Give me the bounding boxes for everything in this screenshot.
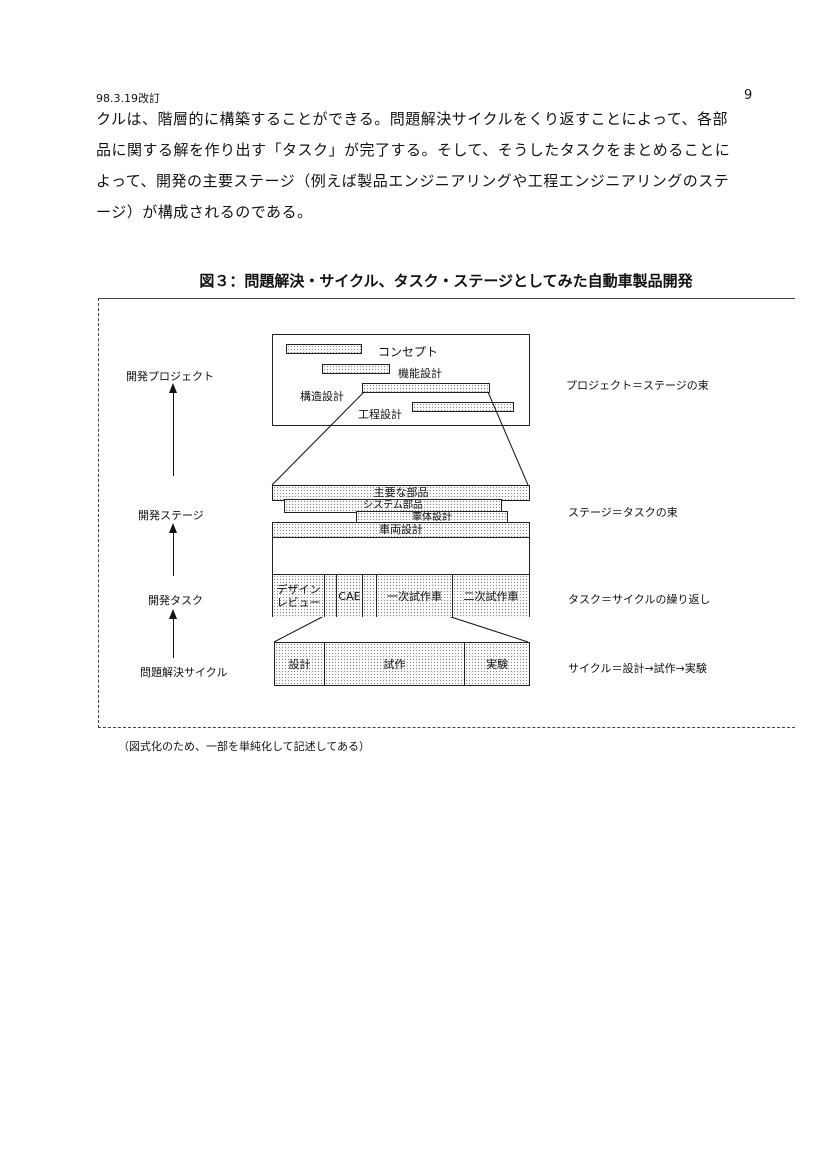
stage-layer-system-parts: システム部品 [284,499,502,513]
body-line: よって、開発の主要ステージ（例えば製品エンジニアリングや工程エンジニアリングのス… [96,172,730,190]
label-dev-project: 開発プロジェクト [126,370,214,383]
figure-caption: （図式化のため、一部を単純化して記述してある） [118,740,371,753]
arrow-up-icon [169,609,177,658]
cycle-box: 設計 試作 実験 [274,642,530,686]
arrow-up-icon [169,523,177,576]
process-design-bar [412,402,514,412]
task-cell-cae: CAE [337,575,363,617]
task-box: デザインレビュー CAE 一次試作車 二次試作車 [272,536,530,617]
label-stage-def: ステージ＝タスクの束 [568,506,678,519]
body-line: 品に関する解を作り出す「タスク」が完了する。そして、そうしたタスクをまとめること… [96,141,731,159]
label-project-def: プロジェクト＝ステージの束 [566,379,709,392]
function-design-label: 機能設計 [398,367,442,380]
cycle-cell-design: 設計 [275,643,325,685]
arrow-up-icon [169,383,177,476]
label-problem-cycle: 問題解決サイクル [140,666,228,679]
cycle-cell-prototype: 試作 [325,643,465,685]
label-dev-stage: 開発ステージ [138,509,204,522]
stage-layer-major-parts: 主要な部品 [272,485,530,501]
concept-bar [286,344,362,354]
concept-label: コンセプト [378,345,439,359]
project-box [272,334,530,426]
structure-design-bar [362,383,490,393]
task-cell-spacer [325,575,337,617]
body-paragraph: クルは、階層的に構築することができる。問題解決サイクルをくり返すことによって、各… [96,104,786,228]
task-cell-design-review: デザインレビュー [273,575,325,617]
cycle-cell-experiment: 実験 [465,643,529,685]
process-design-label: 工程設計 [358,408,402,421]
function-design-bar [322,364,390,374]
header-date: 98.3.19改訂 [96,92,160,105]
figure-title: 図３：問題解決・サイクル、タスク・ステージとしてみた自動車製品開発 [199,272,693,290]
label-dev-task: 開発タスク [148,594,203,607]
label-task-def: タスク＝サイクルの繰り返し [568,593,711,606]
stage-layer-body-design: 車体設計 [356,511,508,524]
task-row: デザインレビュー CAE 一次試作車 二次試作車 [273,574,529,617]
body-line: クルは、階層的に構築することができる。問題解決サイクルをくり返すことによって、各… [96,110,729,128]
stage-layer-vehicle-design: 車両設計 [272,522,530,538]
task-cell-spacer [363,575,377,617]
figure-frame [98,298,795,728]
label-cycle-def: サイクル＝設計→試作→実験 [568,662,707,675]
task-cell-first-prototype: 一次試作車 [377,575,453,617]
task-cell-second-prototype: 二次試作車 [453,575,529,617]
structure-design-label: 構造設計 [300,390,344,403]
body-line: ージ）が構成されるのである。 [96,203,313,221]
page-number: 9 [744,88,753,103]
